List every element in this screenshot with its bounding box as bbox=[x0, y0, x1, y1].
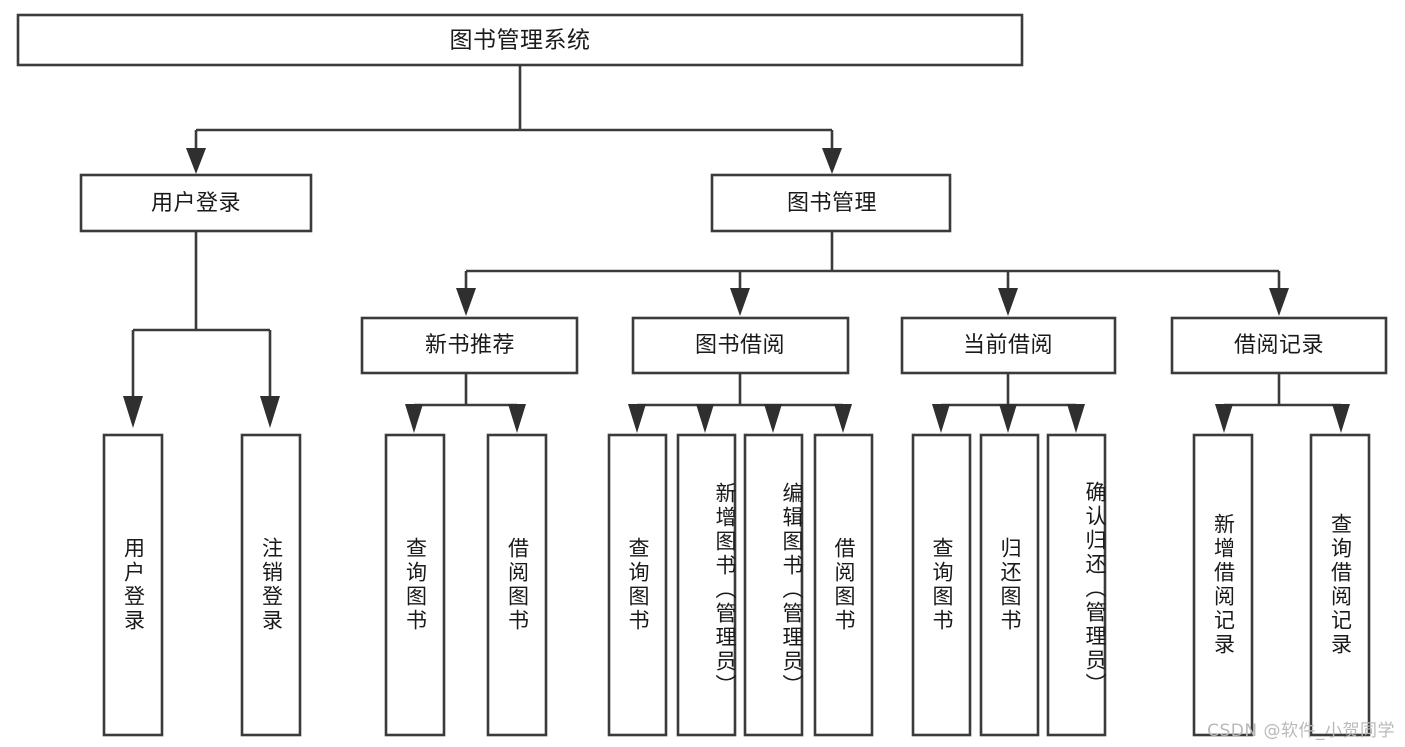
node-root-label: 图书管理系统 bbox=[450, 28, 591, 54]
connector-userlogin-to-leaves bbox=[123, 232, 280, 428]
connector-currentborrow-to-leaves bbox=[932, 373, 1085, 433]
node-root[interactable]: 图书管理系统 bbox=[16, 13, 1024, 67]
connector-newbook-to-leaves bbox=[405, 373, 526, 433]
node-current-borrow-label: 当前借阅 bbox=[963, 333, 1053, 358]
connector-borrowrecord-to-leaves bbox=[1215, 373, 1350, 433]
leaf-node-user-login-logout[interactable] bbox=[240, 433, 302, 737]
node-book-borrow[interactable]: 图书借阅 bbox=[631, 316, 850, 375]
node-user-login-label: 用户登录 bbox=[151, 191, 241, 216]
connector-bookborrow-to-leaves bbox=[628, 373, 852, 433]
node-borrow-record[interactable]: 借阅记录 bbox=[1170, 316, 1388, 375]
connector-bookmgmt-to-level3 bbox=[456, 232, 1289, 316]
leaf-node-book-borrow-edit[interactable] bbox=[743, 433, 804, 737]
leaf-node-book-borrow-borrow[interactable] bbox=[813, 433, 874, 737]
leaf-node-borrow-record-add[interactable] bbox=[1192, 433, 1254, 737]
leaf-node-current-borrow-confirm[interactable] bbox=[1046, 433, 1107, 737]
node-book-management-label: 图书管理 bbox=[787, 191, 877, 216]
leaf-node-user-login-login[interactable] bbox=[102, 433, 164, 737]
leaf-node-book-borrow-add[interactable] bbox=[676, 433, 737, 737]
connector-root-to-level2 bbox=[186, 65, 842, 174]
node-new-book-recommend-label: 新书推荐 bbox=[425, 333, 515, 358]
node-user-login[interactable]: 用户登录 bbox=[79, 173, 313, 233]
csdn-watermark: CSDN @软件_小贺同学 bbox=[1207, 721, 1395, 741]
leaf-node-new-book-borrow[interactable] bbox=[486, 433, 548, 737]
node-book-borrow-label: 图书借阅 bbox=[695, 333, 785, 358]
leaf-node-current-borrow-query[interactable] bbox=[911, 433, 972, 737]
node-book-management[interactable]: 图书管理 bbox=[710, 173, 952, 233]
leaf-node-current-borrow-return[interactable] bbox=[979, 433, 1040, 737]
node-borrow-record-label: 借阅记录 bbox=[1234, 333, 1324, 358]
node-new-book-recommend[interactable]: 新书推荐 bbox=[360, 316, 579, 375]
node-current-borrow[interactable]: 当前借阅 bbox=[900, 316, 1117, 375]
leaf-node-book-borrow-query[interactable] bbox=[607, 433, 668, 737]
leaf-node-borrow-record-query[interactable] bbox=[1309, 433, 1371, 737]
leaf-node-new-book-query[interactable] bbox=[384, 433, 446, 737]
